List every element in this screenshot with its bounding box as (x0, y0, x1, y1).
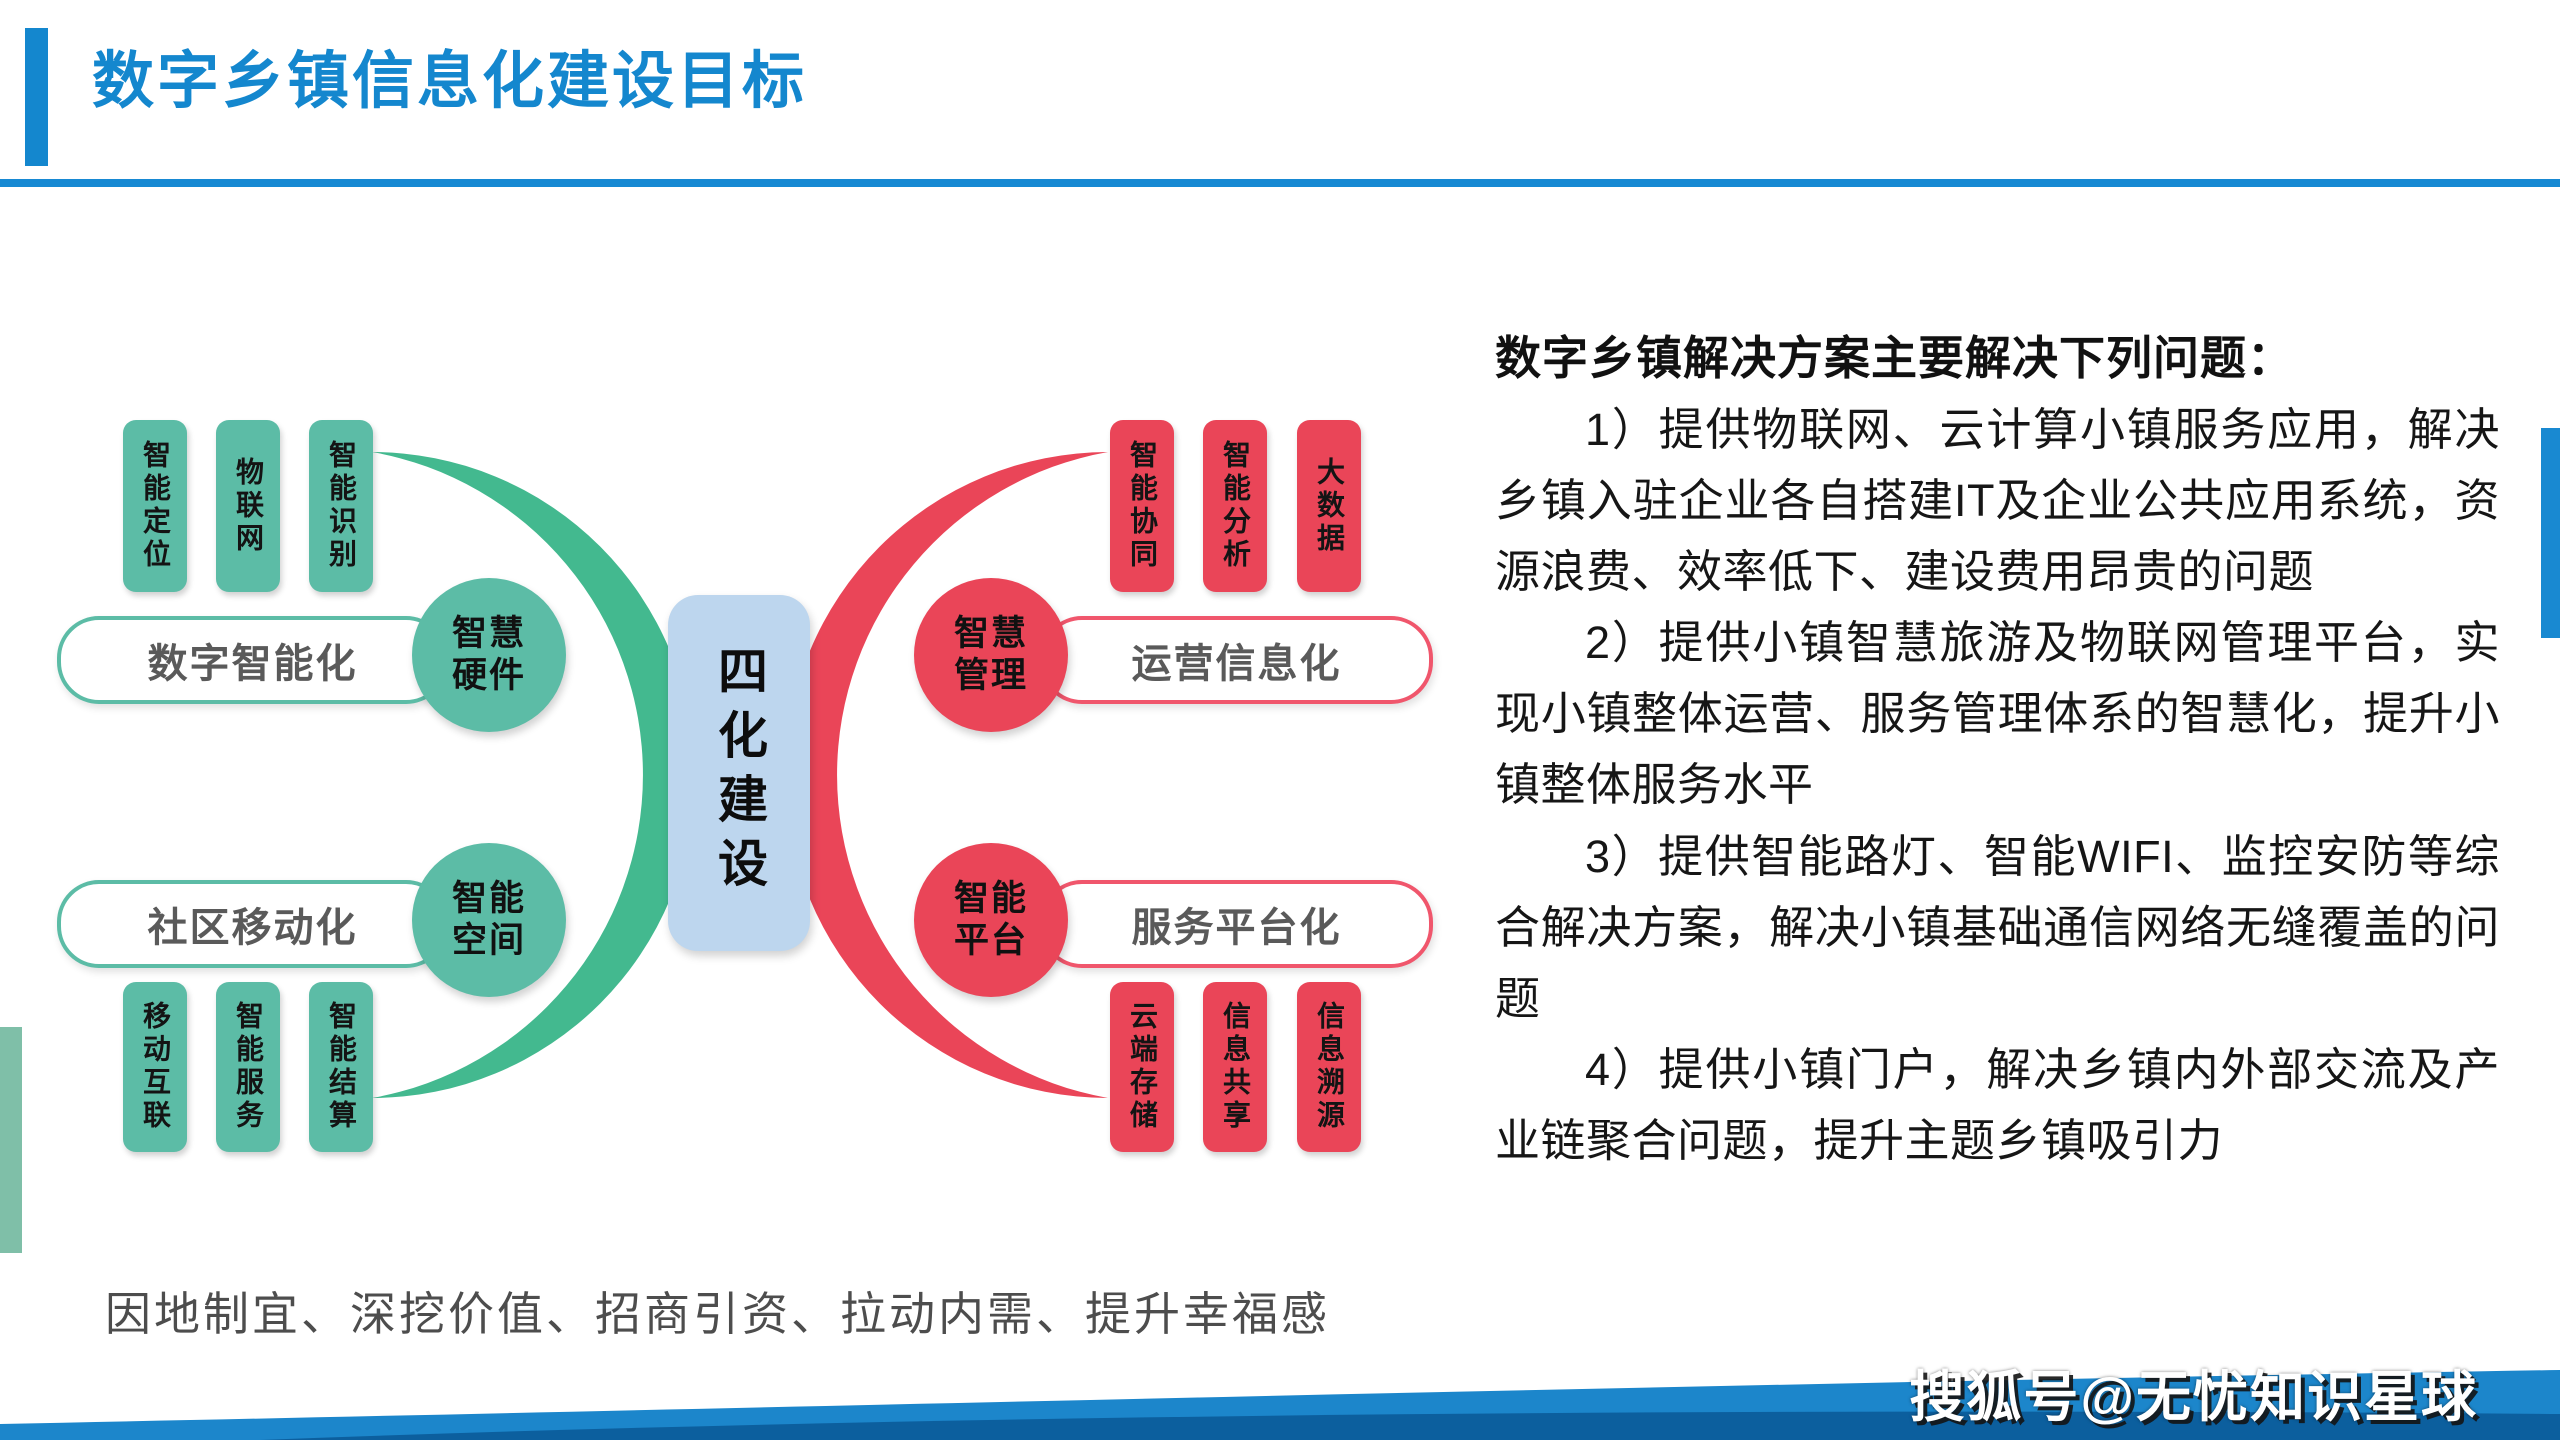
capsule-digital-intelligence: 数字智能化 (57, 616, 448, 704)
node-smart-platform: 智能 平台 (914, 843, 1068, 997)
footer-wave-dark (260, 1411, 2560, 1440)
red-pill-big-data: 大数据 (1297, 420, 1361, 592)
green-pill-smart-positioning: 智能定位 (123, 420, 187, 592)
red-pill-smart-collaboration: 智能协同 (1110, 420, 1174, 592)
node-smart-space: 智能 空间 (412, 843, 566, 997)
watermark: 搜狐号@无忧知识星球 (1909, 1366, 2478, 1428)
node-smart-management-line2: 管理 (953, 656, 1028, 695)
title-divider (0, 179, 2560, 187)
red-arc (785, 452, 1108, 1098)
solution-item-3: 3）提供智能路灯、智能WIFI、监控安防等综合解决方案，解决小镇基础通信网络无缝… (1495, 830, 2500, 1024)
solution-item-2: 2）提供小镇智慧旅游及物联网管理平台，实现小镇整体运营、服务管理体系的智慧化，提… (1495, 617, 2500, 811)
bottom-tagline: 因地制宜、深挖价值、招商引资、拉动内需、提升幸福感 (105, 1288, 1330, 1340)
title-accent-bar (25, 28, 48, 166)
capsule-community-mobile: 社区移动化 (57, 880, 448, 968)
node-smart-space-line2: 空间 (451, 921, 526, 960)
green-pill-iot: 物联网 (216, 420, 280, 592)
right-edge-accent-bar (2541, 428, 2560, 638)
capsule-operation-informatization: 运营信息化 (1040, 616, 1433, 704)
solution-item-4: 4）提供小镇门户，解决乡镇内外部交流及产业链聚合问题，提升主题乡镇吸引力 (1495, 1043, 2500, 1166)
node-smart-platform-line2: 平台 (953, 921, 1028, 960)
node-smart-hardware-line2: 硬件 (451, 656, 526, 695)
node-smart-management: 智慧 管理 (914, 578, 1068, 732)
center-node-four-constructions: 四化建设 (668, 595, 810, 951)
green-pill-smart-recognition: 智能识别 (309, 420, 373, 592)
solution-item-1: 1）提供物联网、云计算小镇服务应用，解决乡镇入驻企业各自搭建IT及企业公共应用系… (1495, 404, 2500, 598)
red-pill-info-sharing: 信息共享 (1203, 982, 1267, 1152)
node-smart-platform-line1: 智能 (953, 879, 1028, 918)
footer-wave (0, 1370, 2560, 1440)
red-pill-cloud-storage: 云端存储 (1110, 982, 1174, 1152)
node-smart-space-line1: 智能 (451, 879, 526, 918)
node-smart-hardware: 智慧 硬件 (412, 578, 566, 732)
solutions-heading: 数字乡镇解决方案主要解决下列问题： (1495, 332, 2294, 384)
green-pill-mobile-internet: 移动互联 (123, 982, 187, 1152)
green-arc (372, 452, 695, 1098)
green-pill-smart-service: 智能服务 (216, 982, 280, 1152)
green-pill-smart-settlement: 智能结算 (309, 982, 373, 1152)
left-edge-accent-bar (0, 1027, 22, 1253)
page-title: 数字乡镇信息化建设目标 (92, 47, 808, 116)
solutions-block: 数字乡镇解决方案主要解决下列问题： 1）提供物联网、云计算小镇服务应用，解决乡镇… (1495, 322, 2500, 1176)
red-pill-smart-analysis: 智能分析 (1203, 420, 1267, 592)
red-pill-info-traceability: 信息溯源 (1297, 982, 1361, 1152)
capsule-service-platformization: 服务平台化 (1040, 880, 1433, 968)
node-smart-hardware-line1: 智慧 (451, 614, 526, 653)
node-smart-management-line1: 智慧 (953, 614, 1028, 653)
